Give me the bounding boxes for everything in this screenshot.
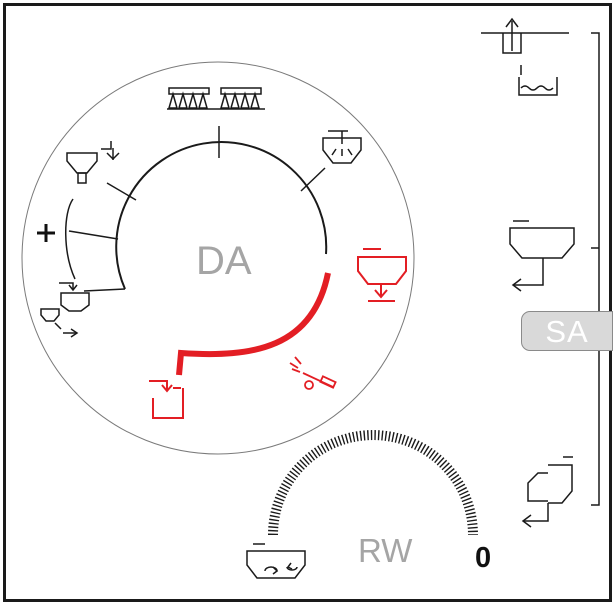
- circuit-diagram: [21, 17, 600, 579]
- hopper-transfer-icon[interactable]: [40, 282, 90, 338]
- rinse-water-gauge: [268, 430, 478, 536]
- distribution-dial-outline: [21, 61, 415, 455]
- induction-hopper-rinse-icon[interactable]: [149, 380, 184, 419]
- outlet-bracket: [591, 32, 600, 506]
- tank-drain-icon[interactable]: [357, 248, 407, 302]
- spoke-plus: [68, 230, 119, 240]
- distribution-label: DA: [196, 239, 252, 283]
- induction-bracket: [65, 198, 76, 280]
- rinse-water-value: 0: [475, 542, 492, 574]
- tank-return-icon[interactable]: [509, 220, 575, 292]
- spray-circuit-screen: DA SA RW 0: [3, 3, 613, 602]
- tank-spray-nozzle-icon[interactable]: [322, 130, 362, 164]
- spoke-induction: [106, 182, 137, 201]
- circuit-ring: [115, 141, 328, 290]
- rinse-tank-icon[interactable]: [521, 456, 573, 528]
- active-circuit-ring: [176, 272, 331, 376]
- pressure-washer-icon[interactable]: [289, 356, 337, 390]
- boom-nozzles-icon[interactable]: [167, 87, 265, 110]
- sa-button[interactable]: SA: [521, 311, 613, 351]
- rinse-water-label: RW: [358, 532, 413, 569]
- spoke-hopper-transfer: [83, 288, 126, 292]
- spoke-tank-agitation: [300, 167, 326, 192]
- plus-icon[interactable]: [37, 224, 55, 242]
- rinse-water-tank-icon[interactable]: [246, 543, 306, 579]
- induction-hopper-icon[interactable]: [66, 141, 120, 184]
- clean-water-tank-icon[interactable]: [481, 17, 569, 96]
